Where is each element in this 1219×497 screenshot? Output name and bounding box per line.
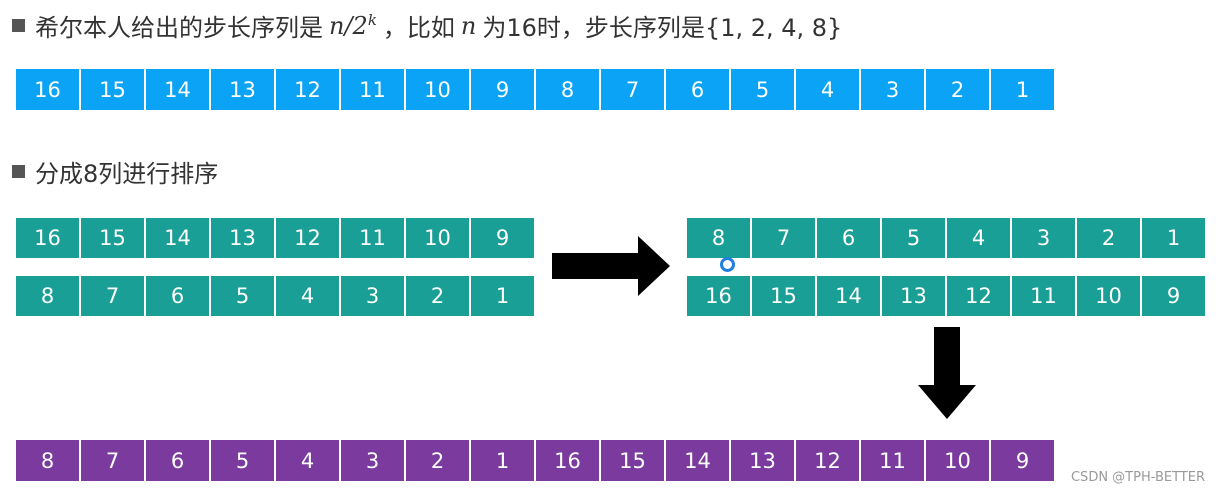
number-cell: 13 <box>731 440 794 481</box>
number-cell: 1 <box>471 276 534 316</box>
number-cell: 5 <box>731 69 794 110</box>
number-cell: 5 <box>211 440 274 481</box>
number-cell: 14 <box>666 440 729 481</box>
number-cell: 8 <box>16 440 79 481</box>
heading-text-after: 为16时，步长序列是{1, 2, 4, 8} <box>482 14 843 42</box>
number-cell: 9 <box>1142 276 1205 316</box>
heading-text-middle: ，比如 <box>382 14 455 42</box>
number-cell: 6 <box>146 440 209 481</box>
number-cell: 11 <box>341 218 404 258</box>
number-cell: 10 <box>1077 276 1140 316</box>
number-cell: 16 <box>16 218 79 258</box>
number-cell: 1 <box>991 69 1054 110</box>
heading-text-before: 希尔本人给出的步长序列是 <box>35 14 323 42</box>
number-cell: 16 <box>536 440 599 481</box>
number-cell: 3 <box>341 276 404 316</box>
math-n: n <box>329 12 345 40</box>
square-bullet-icon <box>12 19 25 32</box>
number-cell: 12 <box>947 276 1010 316</box>
number-cell: 4 <box>796 69 859 110</box>
number-cell: 11 <box>1012 276 1075 316</box>
number-cell: 6 <box>146 276 209 316</box>
square-bullet-icon <box>12 165 25 178</box>
number-cell: 5 <box>211 276 274 316</box>
number-cell: 13 <box>211 69 274 110</box>
number-cell: 12 <box>276 218 339 258</box>
number-cell: 14 <box>146 218 209 258</box>
number-cell: 14 <box>817 276 880 316</box>
number-cell: 6 <box>666 69 729 110</box>
down-arrow-icon <box>918 327 976 419</box>
number-cell: 15 <box>81 218 144 258</box>
heading-split-columns: 分成8列进行排序 <box>12 154 218 189</box>
number-cell: 2 <box>926 69 989 110</box>
number-cell: 3 <box>861 69 924 110</box>
number-cell: 7 <box>752 218 815 258</box>
math-formula: n/2k <box>329 11 377 40</box>
number-cell: 6 <box>817 218 880 258</box>
number-cell: 2 <box>406 276 469 316</box>
number-cell: 11 <box>861 440 924 481</box>
number-cell: 4 <box>276 276 339 316</box>
number-cell: 16 <box>16 69 79 110</box>
number-cell: 10 <box>406 69 469 110</box>
number-cell: 2 <box>1077 218 1140 258</box>
heading-step-sequence: 希尔本人给出的步长序列是 n/2k ，比如 n 为16时，步长序列是{1, 2,… <box>12 8 842 43</box>
right-arrow-icon <box>552 236 670 296</box>
number-cell: 2 <box>406 440 469 481</box>
number-cell: 15 <box>81 69 144 110</box>
number-cell: 13 <box>882 276 945 316</box>
heading-split-text: 分成8列进行排序 <box>35 160 219 188</box>
number-cell: 4 <box>276 440 339 481</box>
math-exponent: k <box>367 11 377 29</box>
number-cell: 16 <box>687 276 750 316</box>
number-cell: 15 <box>601 440 664 481</box>
number-cell: 7 <box>601 69 664 110</box>
math-n-second: n <box>460 11 477 40</box>
number-cell: 10 <box>406 218 469 258</box>
number-cell: 9 <box>991 440 1054 481</box>
number-cell: 15 <box>752 276 815 316</box>
number-cell: 9 <box>471 69 534 110</box>
number-cell: 1 <box>471 440 534 481</box>
number-cell: 8 <box>536 69 599 110</box>
number-cell: 3 <box>341 440 404 481</box>
number-cell: 7 <box>81 276 144 316</box>
number-cell: 7 <box>81 440 144 481</box>
number-cell: 14 <box>146 69 209 110</box>
watermark: CSDN @TPH-BETTER <box>1070 470 1205 485</box>
number-cell: 12 <box>276 69 339 110</box>
number-cell: 10 <box>926 440 989 481</box>
number-cell: 3 <box>1012 218 1075 258</box>
number-cell: 9 <box>471 218 534 258</box>
cursor-dot-icon <box>720 257 735 272</box>
number-cell: 5 <box>882 218 945 258</box>
number-cell: 8 <box>687 218 750 258</box>
number-cell: 11 <box>341 69 404 110</box>
number-cell: 4 <box>947 218 1010 258</box>
number-cell: 13 <box>211 218 274 258</box>
math-slash-two: /2 <box>344 12 368 40</box>
number-cell: 1 <box>1142 218 1205 258</box>
number-cell: 8 <box>16 276 79 316</box>
number-cell: 12 <box>796 440 859 481</box>
